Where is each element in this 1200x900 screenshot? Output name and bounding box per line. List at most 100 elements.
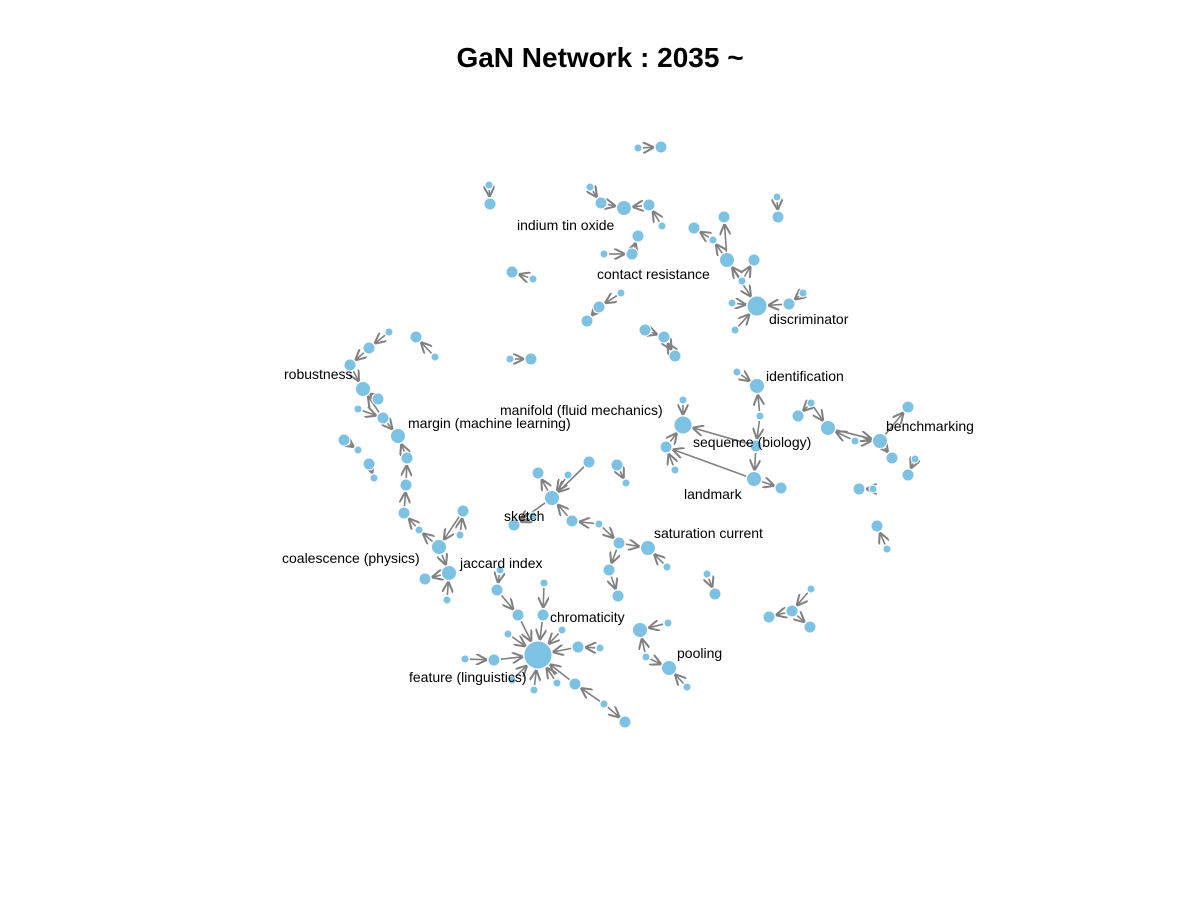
node-g1 xyxy=(772,192,782,202)
node-aa1 xyxy=(806,584,816,594)
edge-x5-x4 xyxy=(655,555,664,564)
edge-c0-c1 xyxy=(593,191,597,196)
node-q3 xyxy=(362,457,376,471)
node-c1 xyxy=(594,196,608,210)
node-ab2 xyxy=(632,622,648,638)
node-fb2 xyxy=(536,608,550,622)
node-v1 xyxy=(870,519,884,533)
label-landmark: landmark xyxy=(684,486,743,502)
edge-t4-t3 xyxy=(837,432,851,439)
edge-w2-w1 xyxy=(542,480,548,491)
edge-fc2-F xyxy=(549,634,558,644)
node-layer xyxy=(337,140,920,729)
edge-r1-r2 xyxy=(741,375,749,381)
edge-fg1-F xyxy=(551,665,570,681)
node-t8 xyxy=(901,468,915,482)
edge-y1-y2 xyxy=(620,471,623,477)
node-n5 xyxy=(414,525,424,535)
node-y1 xyxy=(610,458,624,472)
node-fe1 xyxy=(460,654,470,664)
label-robustness: robustness xyxy=(284,366,352,382)
node-q2 xyxy=(353,445,363,455)
node-m1 xyxy=(384,327,394,337)
node-b1 xyxy=(484,180,494,190)
edge-fa3-F xyxy=(520,620,531,640)
node-fe2 xyxy=(487,653,501,667)
node-f4 xyxy=(727,298,737,308)
node-a1 xyxy=(633,143,643,153)
node-x3 xyxy=(612,536,626,550)
edge-h2-h1 xyxy=(520,275,529,278)
node-f1 xyxy=(746,295,768,317)
node-x7 xyxy=(611,589,625,603)
label-sketch: sketch xyxy=(504,508,544,524)
edge-layer xyxy=(350,147,913,716)
node-s4 xyxy=(670,465,680,475)
edge-x6-x7 xyxy=(611,576,615,589)
label-feature: feature (linguistics) xyxy=(409,669,527,685)
edge-m5-m4 xyxy=(371,394,372,395)
edge-fg2-fg1 xyxy=(582,689,601,702)
node-r3 xyxy=(755,411,765,421)
node-r2 xyxy=(749,378,765,394)
edge-j2-j3 xyxy=(668,343,671,349)
node-ff1 xyxy=(507,675,517,685)
edge-r4-r5 xyxy=(755,452,756,470)
node-fg3 xyxy=(618,715,632,729)
node-x2 xyxy=(594,519,604,529)
edge-n4-n3 xyxy=(404,493,405,507)
node-d3 xyxy=(599,249,609,259)
node-t4 xyxy=(850,436,860,446)
label-discriminator: discriminator xyxy=(769,311,849,327)
edge-t5-t7 xyxy=(885,448,887,452)
node-ab5 xyxy=(682,682,692,692)
node-F xyxy=(523,640,553,670)
edge-w6-w5 xyxy=(521,518,528,521)
edge-ab3-ab2 xyxy=(642,639,645,653)
node-fc1 xyxy=(503,629,513,639)
edge-t5-t6 xyxy=(884,413,903,435)
node-c4 xyxy=(657,221,667,231)
edge-d2-d1 xyxy=(634,244,635,248)
edge-fb2-F xyxy=(540,621,542,639)
edge-f5-f1 xyxy=(737,315,749,327)
edge-c1-c2 xyxy=(608,204,615,205)
edge-m6-m7 xyxy=(362,411,376,416)
label-identification: identification xyxy=(766,368,844,384)
edge-x2-x1 xyxy=(580,522,595,524)
edge-x3-x4 xyxy=(625,544,639,546)
node-i3 xyxy=(580,314,594,328)
node-ff3 xyxy=(552,678,562,688)
node-k2 xyxy=(524,352,538,366)
node-t1 xyxy=(791,409,805,423)
edge-n5-n4 xyxy=(409,519,415,526)
node-fa2 xyxy=(490,583,504,597)
edge-s3-s2 xyxy=(670,434,676,442)
node-c3 xyxy=(642,198,656,212)
node-aa4 xyxy=(803,620,817,634)
edge-m3-m4 xyxy=(353,371,358,380)
node-u1 xyxy=(852,482,866,496)
node-h1 xyxy=(505,265,519,279)
node-c0 xyxy=(585,182,595,192)
edge-c3-c2 xyxy=(633,206,642,207)
node-ab4 xyxy=(661,660,677,676)
node-g2 xyxy=(771,210,785,224)
node-aa3 xyxy=(762,610,776,624)
edge-s4-s3 xyxy=(669,454,673,465)
edge-m7-n1 xyxy=(387,423,391,428)
node-f3 xyxy=(798,288,808,298)
label-contact-resistance: contact resistance xyxy=(597,266,710,282)
node-w1 xyxy=(531,466,545,480)
node-m5 xyxy=(371,392,385,406)
edge-z1-z2 xyxy=(709,579,712,587)
edge-m1-m2 xyxy=(375,335,385,343)
edge-e6-e5 xyxy=(744,267,750,277)
node-d1 xyxy=(631,229,645,243)
node-x5 xyxy=(662,562,672,572)
node-z2 xyxy=(708,587,722,601)
node-fa1 xyxy=(495,565,505,575)
node-w3 xyxy=(563,470,573,480)
edge-r3-r4 xyxy=(757,420,759,438)
